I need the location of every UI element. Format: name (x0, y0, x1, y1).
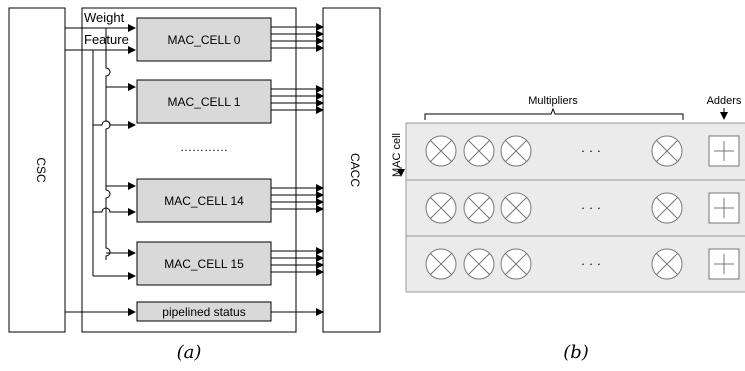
multiplier-icon (463, 248, 495, 280)
panel-b: Multipliers Adders MAC cell · · · · · · … (391, 95, 745, 363)
multiplier-icon (651, 192, 683, 224)
ellipsis-label: ………… (180, 140, 228, 154)
mac-cell-1-label: MAC_CELL 1 (168, 95, 241, 109)
dots-row-1: · · · (581, 143, 601, 158)
caption-b: (b) (563, 342, 589, 363)
multiplier-icon (500, 192, 532, 224)
mac-cell-row (405, 122, 745, 181)
multiplier-icon (500, 248, 532, 280)
multiplier-icon (425, 248, 457, 280)
mac-cell-15-label: MAC_CELL 15 (164, 257, 244, 271)
adder-icon (708, 192, 740, 224)
multiplier-icon (463, 135, 495, 167)
mac-cell-1: MAC_CELL 1 (136, 79, 272, 124)
multiplier-icon (425, 192, 457, 224)
mac-cell-row (405, 235, 745, 293)
panel-a: CSC CACC Weight Feature (8, 7, 381, 363)
cacc-block (322, 7, 381, 333)
cacc-label: CACC (348, 153, 362, 187)
adder-icon (708, 135, 740, 167)
dots-row-3: · · · (581, 256, 601, 271)
multiplier-icon (425, 135, 457, 167)
multiplier-icon (463, 192, 495, 224)
adder-icon (708, 248, 740, 280)
multiplier-icon (500, 135, 532, 167)
weight-label: Weight (84, 10, 125, 25)
pipelined-status-label: pipelined status (162, 305, 245, 319)
multipliers-brace (424, 107, 684, 120)
input-wiring (65, 24, 136, 316)
mac-cell-0: MAC_CELL 0 (136, 17, 272, 62)
csc-label: CSC (34, 157, 48, 183)
dots-row-2: · · · (581, 200, 601, 215)
pipelined-status-block: pipelined status (136, 301, 272, 322)
mac-cell-14-label: MAC_CELL 14 (164, 194, 244, 208)
csc-block (8, 7, 66, 333)
caption-a: (a) (177, 342, 202, 363)
row-units (425, 135, 740, 280)
mac-cell-14: MAC_CELL 14 (136, 178, 272, 223)
mac-cell-row (405, 179, 745, 237)
mac-cell-label: MAC cell (391, 133, 403, 177)
adders-label: Adders (707, 95, 742, 107)
mac-cell-0-label: MAC_CELL 0 (168, 33, 241, 47)
multiplier-icon (651, 135, 683, 167)
output-wiring (271, 23, 324, 316)
multipliers-label: Multipliers (528, 95, 578, 107)
mac-cell-15: MAC_CELL 15 (136, 241, 272, 286)
multiplier-icon (651, 248, 683, 280)
